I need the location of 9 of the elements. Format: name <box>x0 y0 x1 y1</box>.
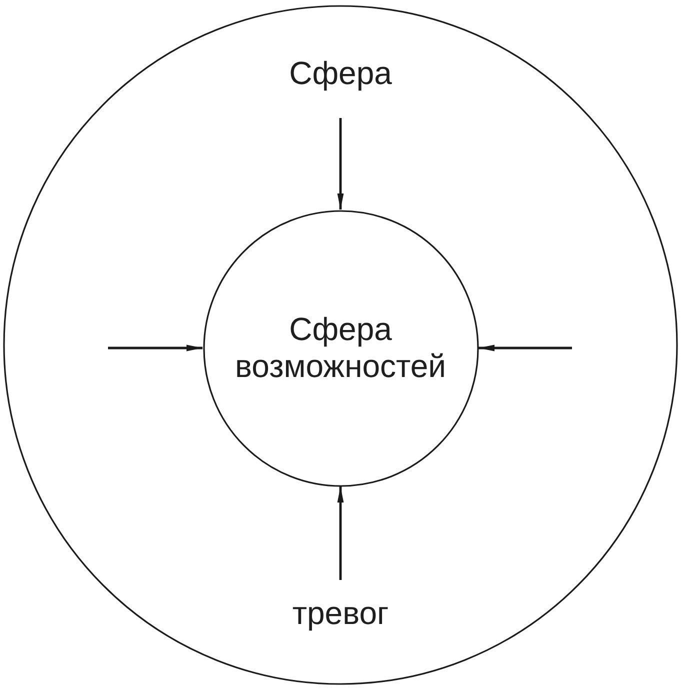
arrow <box>337 486 344 580</box>
circle-label: Сфера <box>289 55 392 92</box>
arrow <box>478 344 572 352</box>
circle-label: тревог <box>292 595 389 632</box>
outer-circle <box>3 5 678 685</box>
circle-label: Сфера возможностей <box>234 310 446 384</box>
arrow <box>337 118 344 210</box>
arrow <box>108 344 202 352</box>
inner-circle <box>202 210 478 486</box>
